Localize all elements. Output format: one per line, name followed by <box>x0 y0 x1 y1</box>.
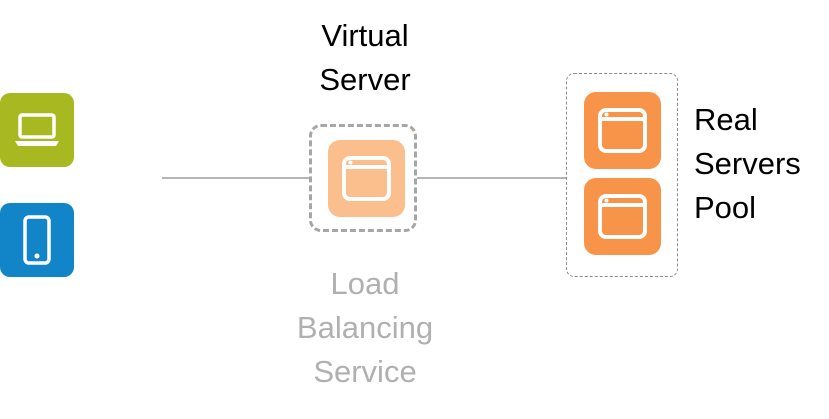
app-window-icon <box>598 108 647 153</box>
real-servers-pool-boundary <box>566 73 678 277</box>
real-server-node <box>584 92 661 169</box>
load-balancing-caption: Load Balancing Service <box>250 262 480 394</box>
smartphone-icon <box>23 215 51 265</box>
smartphone-client <box>0 203 74 277</box>
virtual-server-title-line-1: Virtual <box>321 18 409 53</box>
load-balancing-caption-line-1: Load <box>330 266 400 301</box>
client-connector-line <box>162 177 309 179</box>
virtual-server-dashed-boundary <box>309 124 417 232</box>
virtual-server-node <box>328 140 405 217</box>
virtual-server-title-line-2: Server <box>319 62 411 97</box>
app-window-icon <box>598 194 647 239</box>
laptop-client <box>0 93 74 167</box>
real-servers-pool-title-line-2: Servers <box>694 146 801 181</box>
real-servers-pool-title-line-1: Real <box>694 102 758 137</box>
laptop-icon <box>15 113 59 146</box>
real-servers-pool-title-line-3: Pool <box>694 190 757 225</box>
real-servers-pool-title: Real Servers Pool <box>694 98 801 230</box>
real-server-node <box>584 178 661 255</box>
app-window-icon <box>342 156 391 201</box>
load-balancing-caption-line-2: Balancing <box>296 310 434 345</box>
virtual-server-title: Virtual Server <box>270 14 460 102</box>
pool-connector-line <box>417 177 566 179</box>
load-balancing-caption-line-3: Service <box>313 354 417 389</box>
